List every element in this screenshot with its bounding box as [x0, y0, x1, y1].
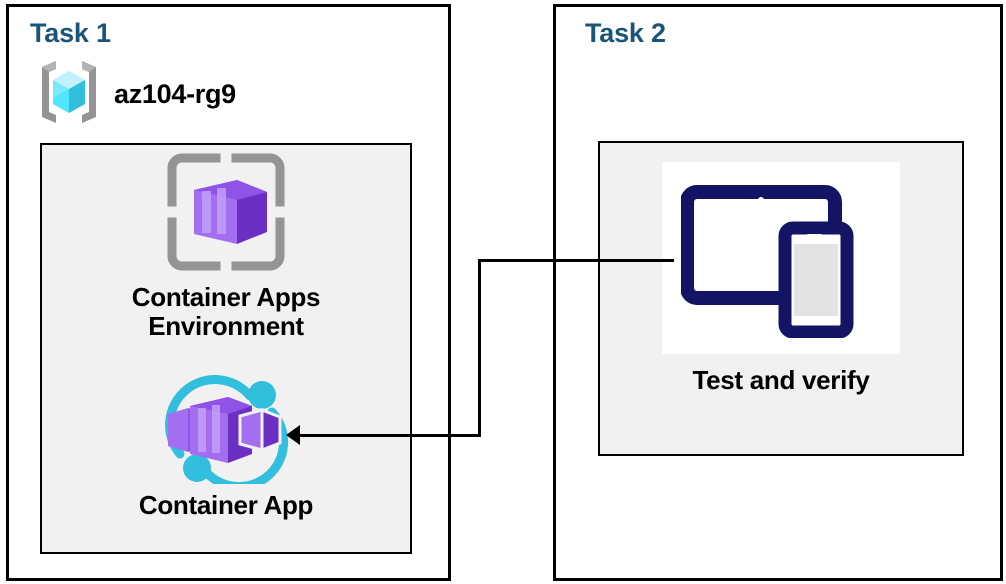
task2-title: Task 2 [585, 18, 666, 48]
resource-group-label: az104-rg9 [114, 79, 236, 109]
container-app-node: Container App [40, 372, 412, 520]
container-apps-environment-node: Container Apps Environment [40, 150, 412, 341]
resource-group-icon [36, 57, 102, 132]
container-app-icon [156, 372, 296, 492]
connector-segment-top [478, 259, 674, 262]
test-and-verify-node: Test and verify [598, 162, 964, 395]
connector-segment-bottom [296, 434, 481, 437]
connector-segment-vertical [478, 259, 481, 437]
container-apps-environment-icon [164, 150, 288, 279]
connector-arrowhead-icon [286, 425, 300, 445]
container-apps-environment-label: Container Apps Environment [131, 282, 321, 342]
resource-group-row: az104-rg9 [36, 57, 236, 132]
container-app-label: Container App [138, 490, 314, 520]
test-and-verify-label: Test and verify [692, 365, 870, 395]
task1-title: Task 1 [30, 18, 111, 48]
devices-test-icon [662, 162, 900, 354]
